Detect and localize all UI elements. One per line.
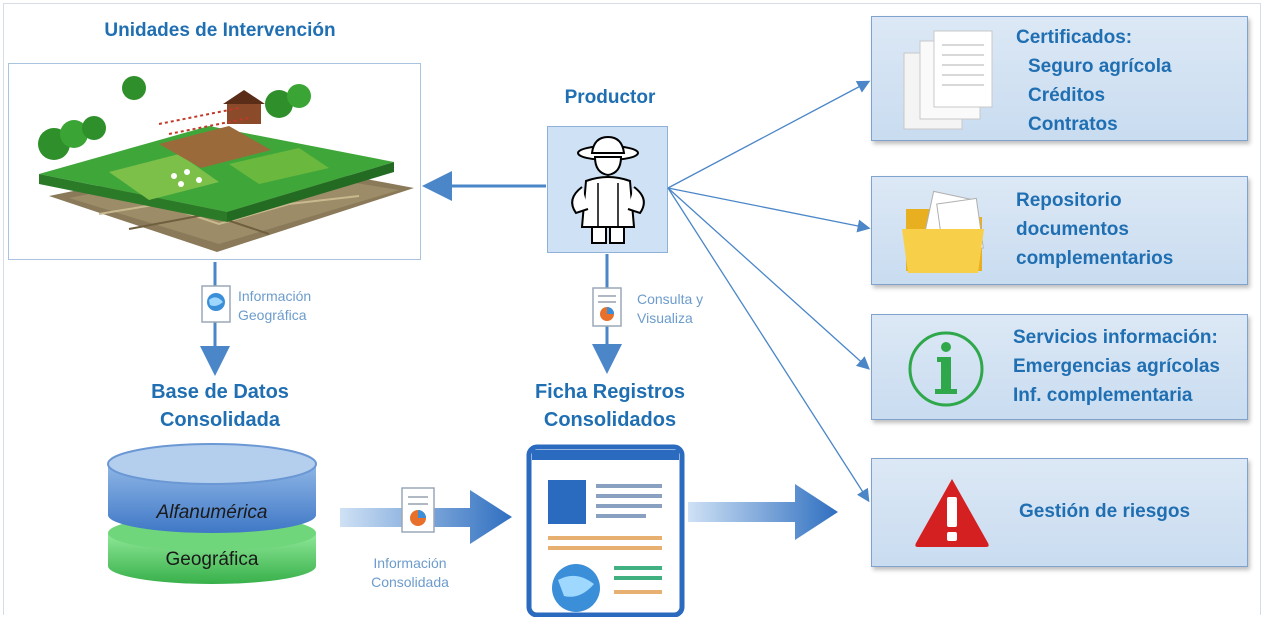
line-to-certificados (667, 80, 871, 189)
info-geografica-label-line2: Geográfica (238, 307, 307, 323)
diagram-frame (3, 3, 1261, 615)
servicios-heading: Servicios información: (1013, 327, 1218, 348)
servicios-item-inf: Inf. complementaria (1013, 385, 1193, 406)
line-to-servicios (667, 187, 870, 370)
farmer-icon (571, 135, 645, 244)
info-consolidada-label-line2: Consolidada (371, 574, 449, 590)
base-datos-title-line1: Base de Datos (151, 381, 289, 403)
riesgos-text: Gestión de riesgos (1019, 497, 1190, 526)
info-consolidada-label-line1: Información (373, 555, 447, 571)
ficha-title: Ficha Registros Consolidados (480, 378, 740, 434)
certificados-box: Certificados: Seguro agrícola Créditos C… (871, 16, 1248, 141)
base-datos-title-line2: Consolidada (159, 409, 280, 431)
repositorio-box: Repositorio documentos complementarios (871, 176, 1248, 285)
line-to-repositorio (667, 187, 871, 233)
certificados-text: Certificados: Seguro agrícola Créditos C… (1016, 23, 1172, 139)
productor-box (547, 126, 668, 253)
servicios-box: Servicios información: Emergencias agríc… (871, 314, 1248, 420)
repositorio-line1: Repositorio (1016, 190, 1122, 211)
db-label-alfanumerica: Alfanumérica (156, 502, 268, 523)
documents-icon (903, 30, 993, 130)
servicios-item-emergencias: Emergencias agrícolas (1013, 356, 1220, 377)
ficha-registros-icon (526, 444, 685, 617)
repositorio-text: Repositorio documentos complementarios (1016, 186, 1173, 273)
line-to-riesgos (667, 187, 870, 503)
certificados-item-creditos: Créditos (1028, 85, 1106, 106)
consulta-document-icon (592, 287, 622, 327)
farm-landscape-icon (38, 76, 414, 252)
consulta-label-line1: Consulta y (637, 291, 704, 307)
ficha-title-line1: Ficha Registros (534, 381, 686, 403)
riesgos-label: Gestión de riesgos (1019, 501, 1191, 522)
info-consolidada-label: Información Consolidada (362, 554, 458, 592)
certificados-heading: Certificados: (1016, 27, 1133, 48)
warning-icon (915, 479, 989, 547)
info-icon (908, 331, 984, 407)
folder-icon (902, 190, 984, 273)
info-geografica-label-line1: Información (238, 288, 312, 304)
base-datos-title: Base de Datos Consolidada (100, 378, 340, 434)
consolidada-document-icon (401, 487, 435, 533)
certificados-item-seguro: Seguro agrícola (1028, 56, 1172, 77)
db-label-geografica: Geográfica (166, 549, 259, 570)
ficha-title-line2: Consolidados (543, 409, 677, 431)
productor-title: Productor (564, 87, 656, 108)
certificados-item-contratos: Contratos (1028, 114, 1118, 135)
unidades-title: Unidades de Intervención (104, 20, 336, 41)
consulta-label: Consulta y Visualiza (637, 290, 703, 328)
fat-arrow-ficha-to-riesgos (688, 484, 838, 540)
servicios-text: Servicios información: Emergencias agríc… (1013, 323, 1220, 410)
riesgos-box: Gestión de riesgos (871, 458, 1248, 567)
info-geografica-label: Información Geográfica (238, 287, 311, 325)
geo-info-document-icon (201, 285, 231, 323)
repositorio-line2: documentos (1016, 219, 1129, 240)
repositorio-line3: complementarios (1016, 248, 1174, 269)
database-icon: Alfanumérica Geográfica (107, 443, 317, 584)
intervention-units-panel (8, 63, 421, 260)
consulta-label-line2: Visualiza (637, 310, 693, 326)
